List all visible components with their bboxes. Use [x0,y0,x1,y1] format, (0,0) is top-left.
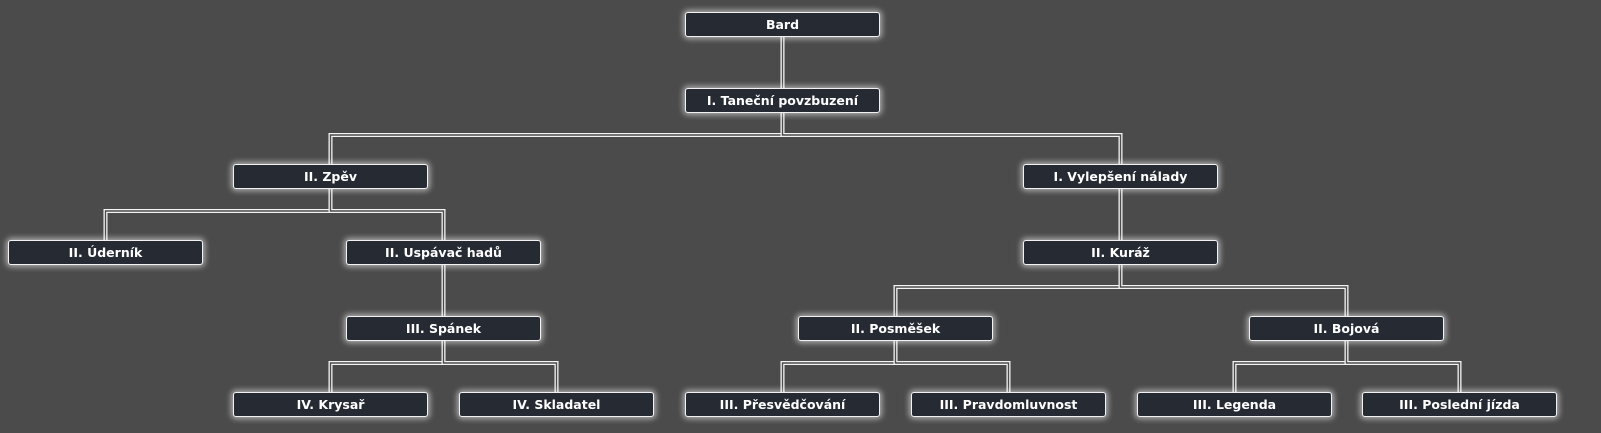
skill-node-spanek[interactable]: III. Spánek [346,316,541,341]
skill-node-zpev[interactable]: II. Zpěv [233,164,428,189]
connector-line [781,341,897,392]
connector-line [442,341,558,392]
connector-line [1345,341,1461,392]
skill-node-posledni[interactable]: III. Poslední jízda [1362,392,1557,417]
connector-line [780,341,898,392]
connector-line [329,113,784,164]
connector-line [780,113,1123,164]
connector-line [1344,341,1462,392]
connector-line [1233,341,1348,392]
connector-line [781,113,1122,164]
connector-line [893,265,1123,316]
connector-line [104,189,332,240]
skill-node-legenda[interactable]: III. Legenda [1137,392,1332,417]
connector-line [893,341,1011,392]
connector-line [329,189,445,240]
connector-line [1119,265,1348,316]
skill-node-krysar[interactable]: IV. Krysař [233,392,428,417]
skill-node-bojova[interactable]: II. Bojová [1249,316,1444,341]
skill-node-vylepseni[interactable]: I. Vylepšení nálady [1023,164,1218,189]
skill-node-skladatel[interactable]: IV. Skladatel [459,392,654,417]
connector-line [1118,265,1349,316]
connector-line [894,265,1122,316]
connector-line [1232,341,1349,392]
connector-line [894,341,1010,392]
skill-node-posmesek[interactable]: II. Posměšek [798,316,993,341]
skill-node-uspavac[interactable]: II. Uspávač hadů [346,240,541,265]
connector-line [441,341,559,392]
skill-node-kuraz[interactable]: II. Kuráž [1023,240,1218,265]
connector-line [328,341,446,392]
skill-node-pravdomluvnost[interactable]: III. Pravdomluvnost [911,392,1106,417]
connector-line [328,189,446,240]
skill-node-presvedcovani[interactable]: III. Přesvědčování [685,392,880,417]
skill-node-udernik[interactable]: II. Úderník [8,240,203,265]
skill-node-bard[interactable]: Bard [685,12,880,37]
connector-line [103,189,333,240]
skill-node-tanecni[interactable]: I. Taneční povzbuzení [685,88,880,113]
connector-line [328,113,785,164]
connector-line [329,341,445,392]
